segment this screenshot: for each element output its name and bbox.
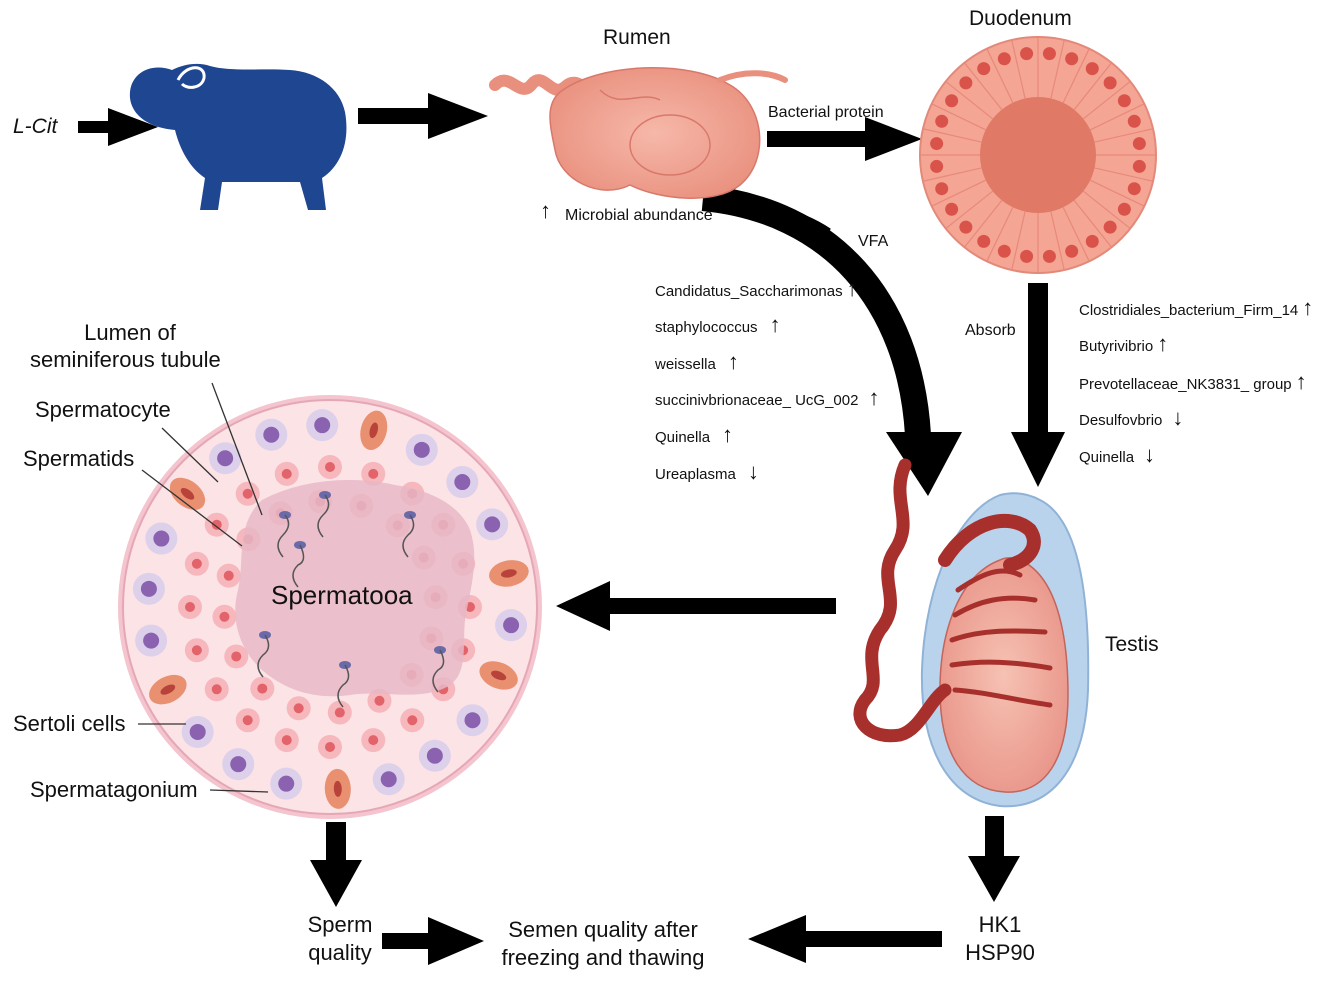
list-item: Ureaplasma↓ [655, 459, 759, 484]
rumen-title: Rumen [603, 26, 671, 49]
list-item: Quinella↑ [655, 422, 734, 447]
hk1-label: HK1 [978, 912, 1022, 937]
sheep-icon [129, 63, 347, 211]
arrow-vfa-head [886, 432, 962, 496]
sertoli-cells-label: Sertoli cells [13, 711, 126, 736]
list-item: Clostridiales_bacterium_Firm_14↑ [1079, 295, 1314, 320]
lumen-label-line2: seminiferous tubule [30, 347, 221, 372]
semen-quality-line2: freezing and thawing [501, 945, 705, 970]
lumen-label-line1: Lumen of [84, 320, 176, 345]
lumen [235, 480, 475, 697]
arrow-hk1-to-semen [748, 915, 942, 963]
microbial-abundance-label: Microbial abundance [565, 207, 713, 224]
l-cit-label: L-Cit [13, 115, 58, 138]
list-item: Desulfovbrio↓ [1079, 405, 1184, 430]
arrow-vfa-curve [701, 185, 931, 436]
bacterial-protein-label: Bacterial protein [768, 104, 884, 121]
arrow-rumen-to-duodenum [767, 117, 922, 161]
list-item: Candidatus_Saccharimonas↑ [655, 276, 858, 301]
absorb-label: Absorb [965, 322, 1016, 339]
list-item: Quinella↓ [1079, 442, 1156, 467]
testis-icon [853, 458, 1090, 808]
semen-quality-line1: Semen quality after [508, 917, 698, 942]
spermatagonium-label: Spermatagonium [30, 777, 198, 802]
list-item: succinivbrionaceae_ UcG_002↑ [655, 385, 880, 410]
arrow-tubule-to-sperm-quality [310, 822, 362, 907]
microbial-up-arrow: ↑ [540, 198, 551, 223]
list-item: staphylococcus↑ [655, 312, 781, 337]
arrow-sheep-to-rumen [358, 93, 488, 139]
sperm-quality-line2: quality [308, 940, 372, 965]
arrow-testis-to-hk1 [968, 816, 1020, 902]
list-item: Butyrivibrio↑ [1079, 331, 1169, 356]
list-item: weissella↑ [655, 349, 739, 374]
testis-title: Testis [1105, 633, 1159, 656]
duodenum-icon [919, 36, 1157, 274]
duodenum-title: Duodenum [969, 7, 1072, 30]
arrow-sperm-to-semen [382, 917, 484, 965]
spermatozoa-label: Spermatooa [271, 580, 413, 610]
vfa-label: VFA [858, 233, 889, 250]
hsp90-label: HSP90 [965, 940, 1035, 965]
arrow-lcit-to-sheep [78, 108, 158, 146]
arrow-testis-to-tubule [556, 581, 836, 631]
spermatids-label: Spermatids [23, 446, 135, 471]
sperm-quality-line1: Sperm [307, 912, 373, 937]
label-leaders [138, 382, 269, 793]
arrow-duodenum-to-testis [1011, 283, 1065, 487]
list-item: Prevotellaceae_NK3831_ group↑ [1079, 369, 1307, 394]
rumen-icon [489, 67, 788, 199]
seminiferous-tubule [118, 395, 542, 819]
spermatocyte-label: Spermatocyte [35, 397, 171, 422]
